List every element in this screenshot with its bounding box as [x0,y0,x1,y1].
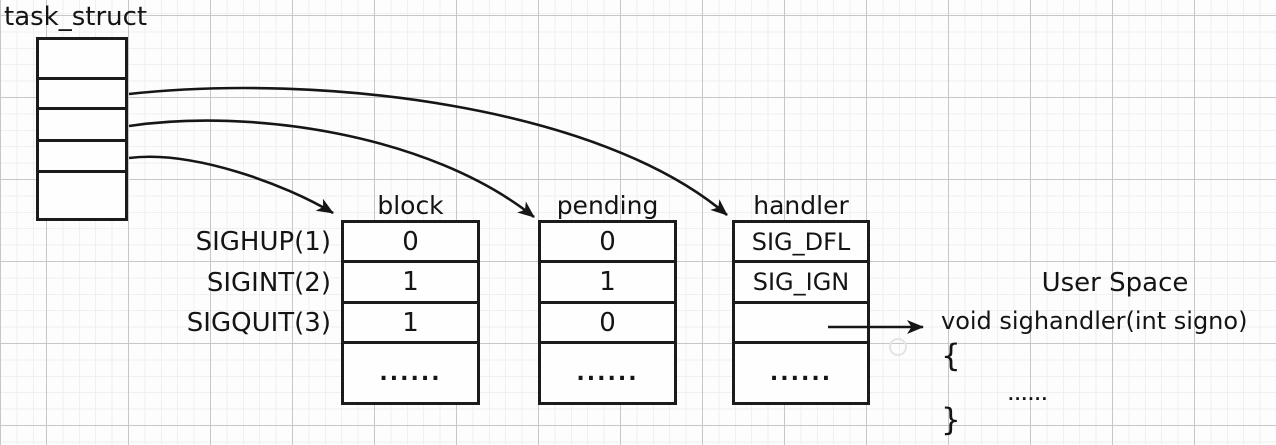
task-struct-field [39,40,125,80]
pending-cell-sighup: 0 [541,223,674,263]
close-brace: } [941,402,961,438]
task-struct-field [39,142,125,173]
pending-cell-sigquit: 0 [541,304,674,344]
block-cell-sighup: 0 [344,223,477,263]
arrow-task-to-block-icon [128,155,334,215]
block-table-title: block [377,191,444,220]
handler-table-box: SIG_DFL SIG_IGN ...... [732,220,870,405]
handler-table: handler SIG_DFL SIG_IGN ...... [732,186,870,405]
handler-cell-sighup: SIG_DFL [735,223,867,263]
signal-label-sigint: SIGINT(2) [206,267,331,298]
task-struct-label: task_struct [4,2,148,32]
stray-circle-mark [889,338,907,356]
handler-table-title: handler [753,191,849,220]
task-struct-field [39,173,125,218]
user-space-title: User Space [1041,268,1189,298]
block-cell-ellipsis: ...... [379,360,442,386]
block-cell-sigquit: 1 [344,304,477,344]
block-table-box: 0 1 1 ...... [341,220,480,405]
task-struct-field [39,110,125,142]
signal-label-sighup: SIGHUP(1) [195,227,331,257]
block-table: block 0 1 1 ...... [341,186,480,405]
handler-cell-ellipsis: ...... [769,360,833,386]
task-struct-field [39,80,125,110]
function-body-ellipsis: ...... [1008,386,1049,404]
pending-table-title: pending [556,191,659,220]
handler-cell-sigquit [735,304,867,344]
pending-cell-sigint: 1 [541,263,674,304]
signal-label-sigquit: SIGQUIT(3) [186,308,331,338]
handler-cell-sigint: SIG_IGN [735,263,867,304]
block-cell-sigint: 1 [344,263,477,304]
pending-table-box: 0 1 0 ...... [538,220,677,405]
pending-table: pending 0 1 0 ...... [538,186,677,405]
sighandler-function-signature: void sighandler(int signo) [941,307,1248,335]
pending-cell-ellipsis: ...... [576,360,639,386]
task-struct-box [36,37,128,221]
open-brace: { [941,338,961,374]
